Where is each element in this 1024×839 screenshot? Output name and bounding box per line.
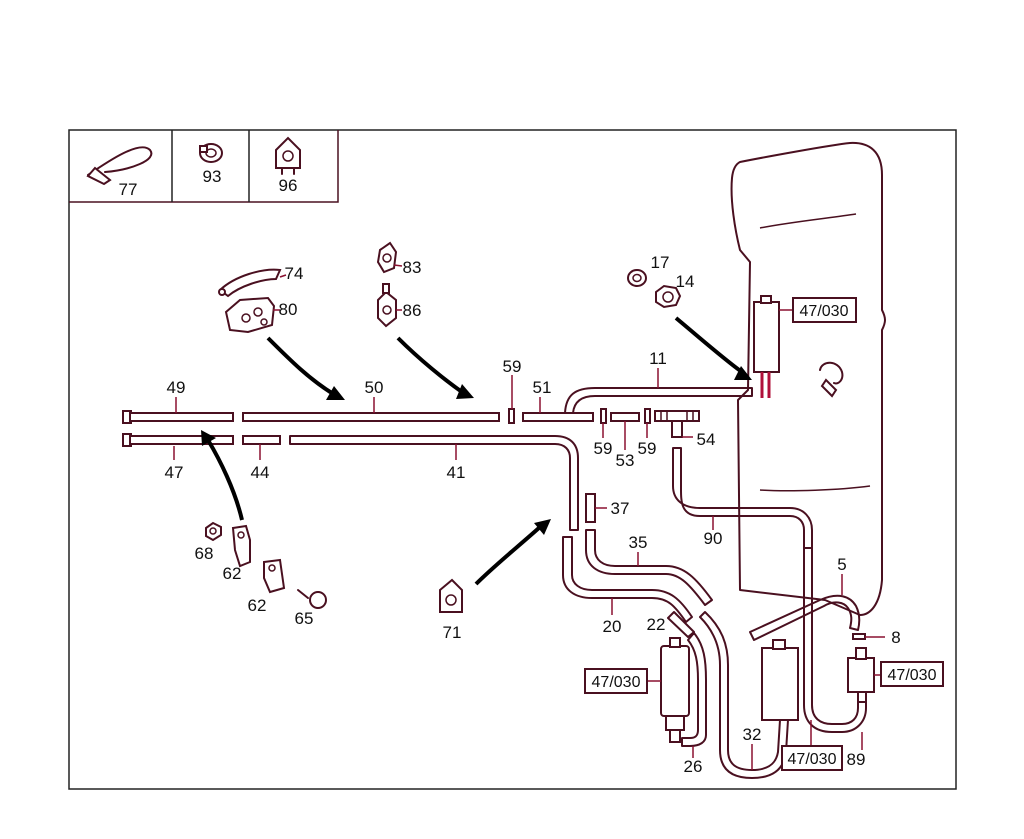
filter-left xyxy=(660,637,690,743)
clamp-74 xyxy=(218,268,282,298)
line-35 xyxy=(585,529,713,606)
sender-unit-icon xyxy=(819,361,844,398)
line-clip-icon xyxy=(275,136,301,175)
label-54: 54 xyxy=(697,430,716,449)
label-53: 53 xyxy=(616,451,635,470)
clip-83 xyxy=(376,241,398,274)
label-59-b: 59 xyxy=(594,439,613,458)
label-90: 90 xyxy=(704,529,723,548)
connector-59-a xyxy=(508,408,515,424)
label-32: 32 xyxy=(743,725,762,744)
label-47: 47 xyxy=(165,463,184,482)
seal-ring-17 xyxy=(627,269,647,287)
line-47 xyxy=(122,433,234,447)
union-nut-14 xyxy=(655,284,682,309)
label-65: 65 xyxy=(295,609,314,628)
label-59-c: 59 xyxy=(638,439,657,458)
label-14: 14 xyxy=(676,272,695,291)
hose-37 xyxy=(585,493,596,523)
clamp-block-80 xyxy=(224,296,276,334)
label-51: 51 xyxy=(533,378,552,397)
hose-clamp-icon xyxy=(199,143,223,163)
label-5: 5 xyxy=(837,555,846,574)
label-44: 44 xyxy=(251,463,270,482)
leader-lines xyxy=(173,264,885,770)
line-90 xyxy=(672,447,813,549)
connector-59-c xyxy=(644,408,651,424)
legend-box: 77 93 96 xyxy=(69,130,339,203)
connector-59-b xyxy=(600,408,607,424)
line-41 xyxy=(289,435,579,531)
label-50: 50 xyxy=(365,378,384,397)
cable-tie-icon xyxy=(86,146,153,186)
label-49: 49 xyxy=(167,378,186,397)
line-20 xyxy=(562,536,693,623)
label-62-a: 62 xyxy=(223,564,242,583)
screw-65 xyxy=(297,589,327,609)
ref-box-regulator xyxy=(880,661,944,687)
label-35: 35 xyxy=(629,533,648,552)
line-26 xyxy=(681,632,707,747)
ref-box-tank-pump xyxy=(792,297,857,323)
fuel-tank-outline xyxy=(730,141,886,616)
line-5 xyxy=(749,594,861,641)
clip-71 xyxy=(439,578,463,613)
label-37: 37 xyxy=(611,499,630,518)
pressure-regulator-right xyxy=(847,647,875,703)
ref-label-left-filter: 47/030 xyxy=(592,674,641,691)
bracket-62-upper xyxy=(231,524,251,568)
tee-fitting-54 xyxy=(654,410,700,438)
label-71: 71 xyxy=(443,623,462,642)
line-50 xyxy=(242,412,500,422)
label-62-b: 62 xyxy=(248,596,267,615)
filter-center xyxy=(761,639,799,721)
label-11: 11 xyxy=(649,349,667,368)
legend-label-77: 77 xyxy=(119,180,138,199)
label-59-a: 59 xyxy=(503,357,522,376)
ref-label-regulator: 47/030 xyxy=(888,667,937,684)
label-26: 26 xyxy=(684,757,703,776)
hose-53 xyxy=(610,412,640,422)
label-8: 8 xyxy=(891,628,900,647)
ref-box-left-filter xyxy=(584,668,648,694)
hose-22 xyxy=(667,611,695,638)
clip-86 xyxy=(377,283,397,328)
label-83: 83 xyxy=(403,258,422,277)
hose-44 xyxy=(242,435,281,445)
label-86: 86 xyxy=(403,301,422,320)
label-20: 20 xyxy=(603,617,622,636)
fuel-pump-upper xyxy=(753,295,793,398)
label-74: 74 xyxy=(285,264,304,283)
ref-label-tank-pump: 47/030 xyxy=(800,303,849,320)
label-89: 89 xyxy=(847,750,866,769)
legend-label-93: 93 xyxy=(203,167,222,186)
label-41: 41 xyxy=(447,463,466,482)
label-17: 17 xyxy=(651,253,670,272)
ref-label-center-filter: 47/030 xyxy=(788,751,837,768)
line-51 xyxy=(522,412,594,422)
nut-68 xyxy=(205,521,222,542)
label-22: 22 xyxy=(647,615,666,634)
ref-box-center-filter xyxy=(781,745,843,771)
clip-8 xyxy=(852,633,866,640)
label-68: 68 xyxy=(195,544,214,563)
line-11 xyxy=(564,387,753,414)
bracket-62-lower xyxy=(263,558,286,594)
label-80: 80 xyxy=(279,300,298,319)
line-49 xyxy=(122,410,234,424)
legend-label-96: 96 xyxy=(279,176,298,195)
assembly-arrows xyxy=(201,316,752,586)
diagram-frame xyxy=(68,129,957,790)
